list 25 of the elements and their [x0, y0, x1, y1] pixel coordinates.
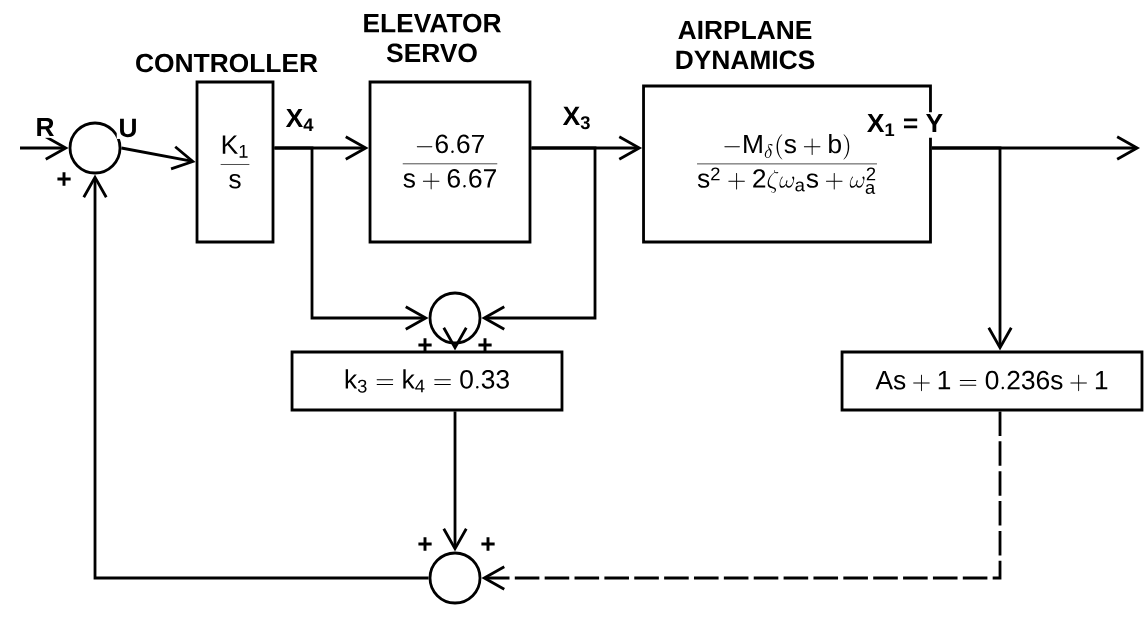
- block-box: $\frac{\mathsf{-6.67}}{\mathsf{s + 6.67}}$: [368, 80, 532, 244]
- arrow: [481, 411, 1002, 591]
- arrow: [481, 146, 597, 331]
- signal-label: X$_{1}$ = Y: [865, 112, 945, 138]
- block-box: $\frac{\mathsf{K_1}}{\mathsf{s}}$: [195, 80, 275, 244]
- arrow: [20, 135, 69, 161]
- arrow: [121, 145, 196, 171]
- block-box: $\mathsf{k_3 = k_4 = 0.33}$: [290, 350, 564, 412]
- block-title: CONTROLLER: [136, 53, 318, 73]
- arrow: [82, 174, 429, 580]
- plus-sign: +: [478, 338, 492, 352]
- signal-label: X$_{4}$: [283, 107, 317, 133]
- signal-label: U: [116, 117, 140, 139]
- plus-sign: +: [418, 537, 432, 551]
- plus-sign: +: [418, 338, 432, 352]
- arrow: [274, 146, 429, 331]
- plus-sign: +: [481, 537, 495, 551]
- block-title: ELEVATOR SERVO: [364, 13, 502, 63]
- signal-label: R: [33, 116, 57, 138]
- arrow: [442, 411, 468, 552]
- block-title: AIRPLANE DYNAMICS: [676, 20, 815, 70]
- plus-sign: +: [57, 172, 71, 186]
- signal-label: X$_{3}$: [560, 105, 594, 131]
- arrow: [931, 146, 1013, 351]
- block-box: $\mathsf{As + 1 = 0.236s+1}$: [840, 350, 1144, 412]
